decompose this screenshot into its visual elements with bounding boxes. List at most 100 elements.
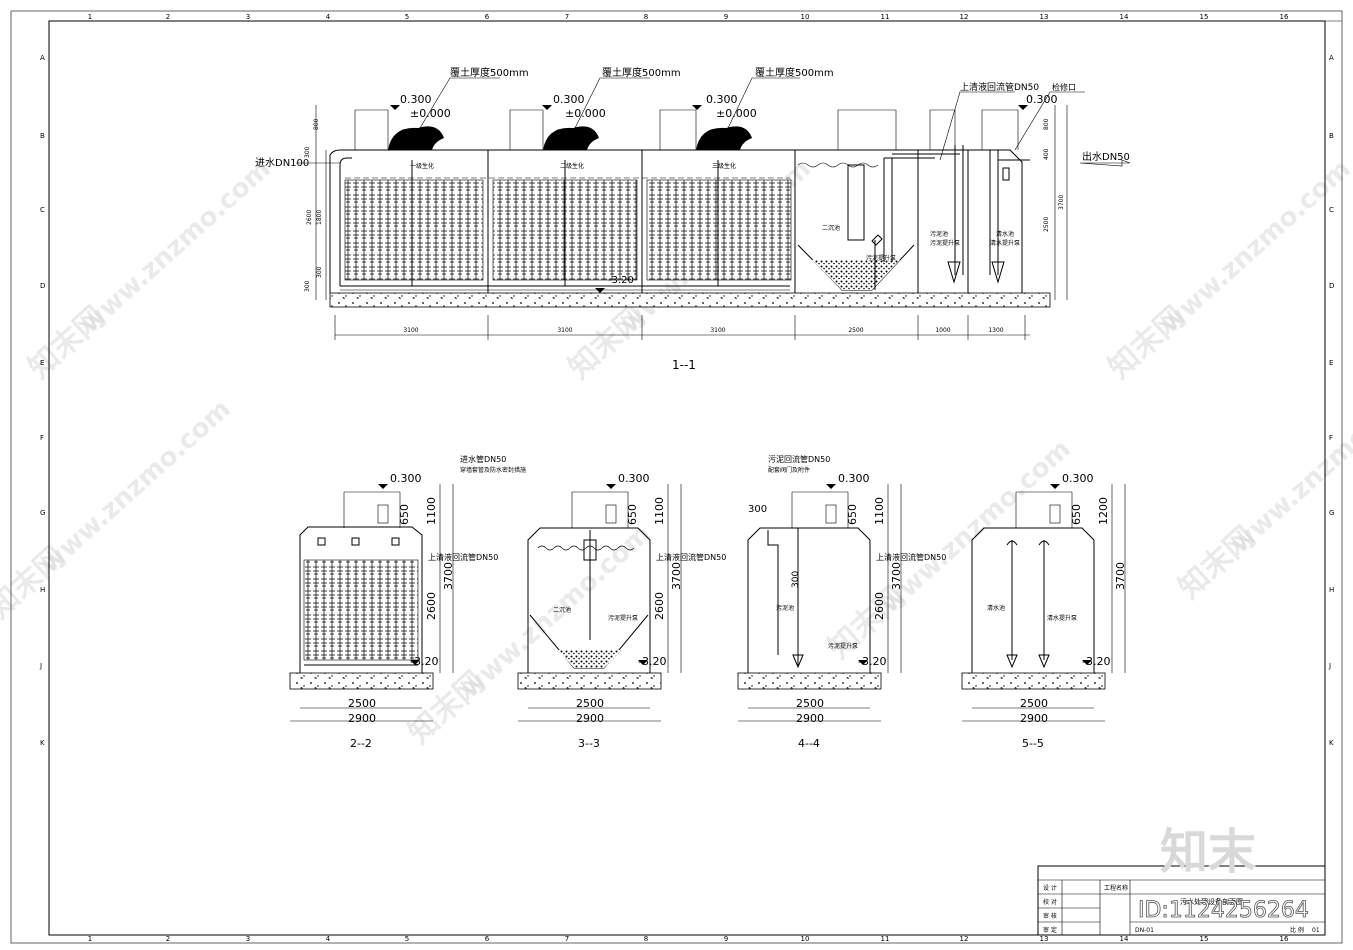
vent-note: 检修口 — [1052, 82, 1076, 92]
elev-zero-2: ±0.000 — [565, 107, 606, 120]
elev-top-2: 0.300 — [553, 93, 585, 106]
sec-label: 5--5 — [1022, 737, 1044, 750]
dim-v-left-0: 300 — [304, 146, 311, 158]
sec-width-outer: 2900 — [796, 712, 824, 725]
grid-col-top-4: 4 — [326, 13, 331, 21]
dim-h-3: 2500 — [848, 327, 863, 334]
elev-zero-3: ±0.000 — [716, 107, 757, 120]
pump-label-2: 清水提升泵 — [990, 239, 1020, 247]
grid-col-top-5: 5 — [405, 13, 409, 21]
grid-col-bottom-11: 11 — [881, 935, 890, 943]
grid-row-left-G: G — [40, 509, 45, 517]
elev-top-1: 0.300 — [400, 93, 432, 106]
dim-v-right-2: 2500 — [1043, 217, 1050, 232]
sec-elev-top: 0.300 — [1062, 472, 1094, 485]
sec-dim-3: 2600 — [873, 592, 886, 620]
dim-v-right-1: 400 — [1043, 148, 1050, 160]
sec-dim-3: 3700 — [442, 562, 455, 590]
tank-label-5: 清水池 — [996, 230, 1014, 238]
sec-width-outer: 2900 — [1020, 712, 1048, 725]
sec-dim-5: 300 — [791, 571, 801, 588]
grid-col-top-11: 11 — [881, 13, 890, 21]
grid-row-right-A: A — [1329, 54, 1334, 62]
sec-tank-label: 污泥池 — [776, 604, 794, 612]
grid-col-top-12: 12 — [960, 13, 969, 21]
dim-h-2: 3100 — [710, 327, 725, 334]
main-section-text: 0.300 0.300 0.300 0.300 ±0.000 ±0.000 ±0… — [255, 66, 1130, 372]
grid-row-left-D: D — [40, 282, 45, 290]
sec-tank-label: 清水池 — [987, 604, 1005, 612]
tank-label-2: 三级生化 — [712, 162, 736, 170]
title-block-text: 设 计 校 对 审 核 审 定 工程名称 污水处理设备剖面图 DN-01 比 例… — [1043, 884, 1320, 934]
grid-col-top-9: 9 — [724, 13, 728, 21]
dim-h-5: 1300 — [988, 327, 1003, 334]
soil-cover-1 — [388, 126, 444, 150]
bio-media-1 — [344, 179, 484, 281]
grid-row-left-H: H — [40, 586, 45, 594]
sec-pump-label: 污泥提升泵 — [608, 614, 638, 622]
soil-cover-3 — [696, 126, 752, 150]
grid-col-top-8: 8 — [644, 13, 648, 21]
dim-v-right-0: 800 — [1043, 118, 1050, 130]
section-1-label: 1--1 — [672, 358, 696, 372]
grid-row-right-J: J — [1328, 662, 1331, 670]
dimension-lines — [315, 105, 1068, 340]
grid-col-top-16: 16 — [1280, 13, 1289, 21]
grid-col-top-7: 7 — [565, 13, 569, 21]
access-shafts — [354, 109, 1019, 150]
main-section-1-1 — [296, 77, 1131, 340]
sec-dim-4: 3700 — [890, 562, 903, 590]
tank-label-4: 污泥池 — [930, 230, 948, 238]
tank-label-0: 一级生化 — [410, 162, 434, 170]
sec-pipe-note: 上清液回流管DN50 — [428, 552, 498, 562]
grid-col-bottom-4: 4 — [326, 935, 331, 943]
sec-pump-label: 清水提升泵 — [1047, 614, 1077, 622]
sec-dim-2: 1100 — [873, 497, 886, 525]
wm-url: www.znzmo.com — [35, 394, 237, 580]
grid-col-top-14: 14 — [1120, 13, 1129, 21]
grid-row-right-K: K — [1329, 739, 1334, 747]
sec-elev-bottom: -3.20 — [638, 655, 666, 668]
grid-col-top-10: 10 — [801, 13, 810, 21]
sec-dim-0: 650 — [1070, 504, 1083, 525]
grid-row-left-E: E — [40, 359, 44, 367]
sec-pipe-note: 上清液回流管DN50 — [876, 552, 946, 562]
cover-note-3: 覆土厚度500mm — [755, 66, 834, 79]
wm-url: www.znzmo.com — [75, 154, 277, 340]
grid-col-bottom-5: 5 — [405, 935, 409, 943]
grid-col-bottom-10: 10 — [801, 935, 810, 943]
sec-pipe-note: 上清液回流管DN50 — [656, 552, 726, 562]
sec-note-2: 穿墙套管及防水密封措施 — [460, 466, 526, 474]
grid-row-right-C: C — [1329, 206, 1334, 214]
sec-width-inner: 2500 — [796, 697, 824, 710]
grid-col-top-15: 15 — [1200, 13, 1209, 21]
elev-top-3: 0.300 — [706, 93, 738, 106]
soil-cover-2 — [543, 126, 599, 150]
grid-col-bottom-13: 13 — [1040, 935, 1049, 943]
inlet-label: 进水DN100 — [255, 157, 309, 169]
return-pipe-note: 上清液回流管DN50 — [960, 81, 1039, 93]
sec-label: 2--2 — [350, 737, 372, 750]
sec-pump-label: 污泥提升泵 — [828, 642, 858, 650]
sec-elev-bottom: -3.20 — [858, 655, 886, 668]
bio-media-3 — [646, 179, 792, 281]
grid-col-top-13: 13 — [1040, 13, 1049, 21]
grid-col-top-2: 2 — [166, 13, 170, 21]
sec-dim-2: 2600 — [425, 592, 438, 620]
elev-top-4: 0.300 — [1026, 93, 1058, 106]
sec-elev-top: 0.300 — [618, 472, 650, 485]
sec-width-outer: 2900 — [576, 712, 604, 725]
pump-label-0: 污泥提升泵 — [866, 254, 896, 262]
logo-watermark: 知末 — [1160, 824, 1256, 880]
grid-row-right-H: H — [1329, 586, 1334, 594]
elev-zero-1: ±0.000 — [410, 107, 451, 120]
sec-dim-0: 650 — [626, 504, 639, 525]
sec-dim-1: 650 — [846, 504, 859, 525]
grid-col-bottom-16: 16 — [1280, 935, 1289, 943]
